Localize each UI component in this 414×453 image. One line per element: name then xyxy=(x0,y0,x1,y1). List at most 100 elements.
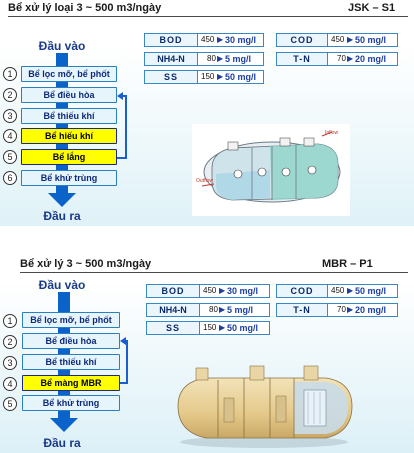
param-name: SS xyxy=(163,72,178,82)
step-number: 1 xyxy=(3,314,17,328)
return-loop-arrowhead xyxy=(117,92,123,100)
param-before: 450 xyxy=(201,35,215,44)
input-label: Đầu vào xyxy=(38,39,86,53)
param-box-ss: SS 150 ▶ 50 mg/l xyxy=(146,321,270,335)
step-box-highlighted: Bể màng MBR xyxy=(22,375,120,391)
param-after: 20 mg/l xyxy=(355,305,387,315)
arrow-right-icon: ▶ xyxy=(347,35,354,44)
param-name: SS xyxy=(165,323,180,333)
section-title: Bể xử lý loại 3 ~ 500 m3/ngày xyxy=(8,2,162,14)
step-number: 3 xyxy=(3,109,17,123)
param-after: 30 mg/l xyxy=(227,286,259,296)
param-name: COD xyxy=(290,286,314,296)
arrow-right-icon: ▶ xyxy=(219,286,226,295)
param-before: 80 xyxy=(209,305,218,314)
param-values: 80 ▶ 5 mg/l xyxy=(199,304,269,316)
param-values: 450 ▶ 50 mg/l xyxy=(327,34,397,46)
param-name: T-N xyxy=(293,54,311,64)
step-box: Bể khử trùng xyxy=(21,170,117,186)
param-before: 450 xyxy=(331,286,345,295)
param-name: T-N xyxy=(293,305,311,315)
param-values: 150 ▶ 50 mg/l xyxy=(197,71,263,83)
section-title: Bể xử lý 3 ~ 500 m3/ngày xyxy=(20,258,152,270)
step-box-highlighted: Bể lắng xyxy=(21,149,117,165)
return-loop-top xyxy=(122,95,127,97)
param-values: 150 ▶ 50 mg/l xyxy=(199,322,269,334)
arrow-right-icon: ▶ xyxy=(347,54,354,63)
step-number: 2 xyxy=(3,335,17,349)
param-before: 150 xyxy=(201,72,215,81)
param-box-tn: T-N 70 ▶ 20 mg/l xyxy=(276,52,398,66)
input-label: Đầu vào xyxy=(38,278,86,292)
param-values: 450 ▶ 50 mg/l xyxy=(327,285,397,297)
return-loop-bottom xyxy=(117,157,127,159)
param-after: 50 mg/l xyxy=(355,286,387,296)
param-name: NH4-N xyxy=(159,305,187,315)
title-underline xyxy=(20,272,408,273)
param-before: 450 xyxy=(203,286,217,295)
param-box-tn: T-N 70 ▶ 20 mg/l xyxy=(276,303,398,317)
arrow-right-icon: ▶ xyxy=(217,54,224,63)
step-box: Bể thiếu khí xyxy=(21,108,117,124)
arrow-right-icon: ▶ xyxy=(217,72,224,81)
step-number: 5 xyxy=(3,150,17,164)
step-number: 4 xyxy=(3,129,17,143)
step-box: Bể lọc mỡ, bể phốt xyxy=(22,312,120,328)
param-box-cod: COD 450 ▶ 50 mg/l xyxy=(276,284,398,298)
param-values: 70 ▶ 20 mg/l xyxy=(327,304,397,316)
model-code: MBR – P1 xyxy=(322,258,373,270)
flow-arrow-head xyxy=(50,418,78,432)
step-box-highlighted: Bể hiếu khí xyxy=(21,128,117,144)
title-underline xyxy=(8,16,408,17)
arrow-right-icon: ▶ xyxy=(219,323,226,332)
param-after: 20 mg/l xyxy=(355,54,387,64)
param-after: 50 mg/l xyxy=(227,323,259,333)
param-name: BOD xyxy=(159,35,183,45)
arrow-right-icon: ▶ xyxy=(217,35,224,44)
param-name: COD xyxy=(290,35,314,45)
section-jsk-s1: Bể xử lý loại 3 ~ 500 m3/ngày JSK – S1 Đ… xyxy=(0,0,414,226)
param-values: 450 ▶ 30 mg/l xyxy=(199,285,269,297)
param-before: 150 xyxy=(203,323,217,332)
model-code: JSK – S1 xyxy=(348,2,396,14)
param-box-nh4n: NH4-N 80 ▶ 5 mg/l xyxy=(146,303,270,317)
param-box-nh4n: NH4-N 80 ▶ 5 mg/l xyxy=(144,52,264,66)
step-box: Bể khử trùng xyxy=(22,395,120,411)
step-number: 2 xyxy=(3,88,17,102)
step-number: 6 xyxy=(3,171,17,185)
output-label: Đầu ra xyxy=(43,209,81,223)
flow-arrow-head xyxy=(48,193,76,207)
param-before: 70 xyxy=(337,54,346,63)
return-loop-bottom xyxy=(120,382,128,384)
return-loop-top xyxy=(125,340,128,342)
jsk-tank-cutaway-illustration: Inflow Outflow xyxy=(192,124,350,216)
param-values: 70 ▶ 20 mg/l xyxy=(327,53,397,65)
arrow-right-icon: ▶ xyxy=(347,286,354,295)
param-box-bod: BOD 450 ▶ 30 mg/l xyxy=(144,33,264,47)
param-before: 450 xyxy=(331,35,345,44)
param-after: 5 mg/l xyxy=(225,54,252,64)
outflow-label: Outflow xyxy=(196,178,213,184)
return-loop-vertical xyxy=(126,340,128,384)
step-number: 5 xyxy=(3,397,17,411)
step-box: Bể lọc mỡ, bể phốt xyxy=(21,66,117,82)
param-after: 50 mg/l xyxy=(225,72,257,82)
inflow-label: Inflow xyxy=(325,130,338,136)
param-after: 50 mg/l xyxy=(355,35,387,45)
mbr-tank-cutaway-illustration xyxy=(177,365,353,448)
param-name: BOD xyxy=(161,286,185,296)
return-loop-arrowhead xyxy=(120,337,126,345)
step-box: Bể thiếu khí xyxy=(22,354,120,370)
param-after: 5 mg/l xyxy=(227,305,254,315)
return-loop-vertical xyxy=(125,95,127,159)
param-box-cod: COD 450 ▶ 50 mg/l xyxy=(276,33,398,47)
param-values: 80 ▶ 5 mg/l xyxy=(197,53,263,65)
param-name: NH4-N xyxy=(157,54,185,64)
arrow-right-icon: ▶ xyxy=(347,305,354,314)
arrow-right-icon: ▶ xyxy=(219,305,226,314)
step-number: 4 xyxy=(3,377,17,391)
param-before: 80 xyxy=(207,54,216,63)
step-box: Bể điều hòa xyxy=(22,333,120,349)
param-after: 30 mg/l xyxy=(225,35,257,45)
param-box-ss: SS 150 ▶ 50 mg/l xyxy=(144,70,264,84)
